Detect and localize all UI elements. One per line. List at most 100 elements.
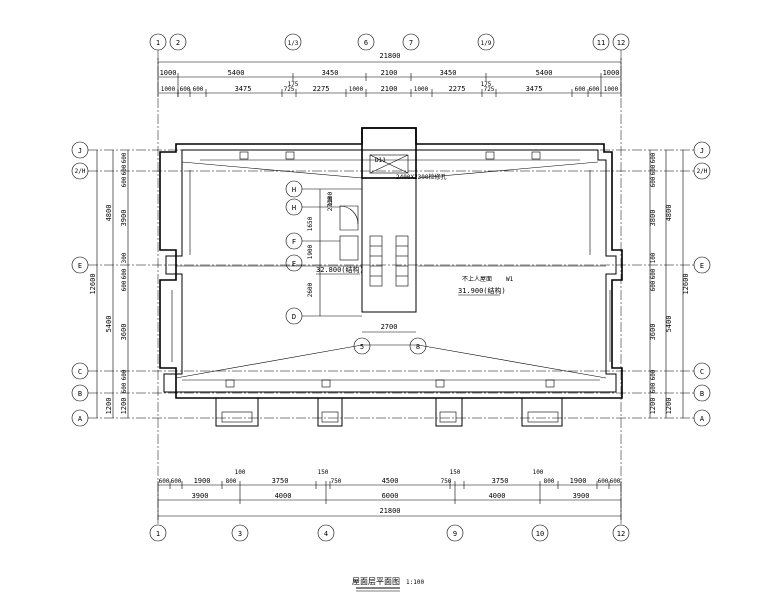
dim: 3750 [492, 477, 509, 485]
dim: 3600 [649, 324, 657, 341]
axis-label: 8 [416, 343, 420, 351]
dim: 3900 [120, 210, 128, 227]
dim: 1000 [349, 86, 364, 93]
top-dimensions: 21800 1000 5400 3450 2100 3450 5400 1000… [157, 52, 622, 97]
dim: 5400 [228, 69, 245, 77]
room-label: 不上人屋面 [462, 275, 492, 283]
dim: 4000 [275, 492, 292, 500]
dim: 2100 [381, 85, 398, 93]
dim: 3750 [272, 477, 289, 485]
stair-core: D11 [339, 127, 417, 313]
dim: 1000 [603, 69, 620, 77]
axis-label: 5 [360, 343, 364, 351]
dim: 600 [589, 86, 600, 93]
top-axis-bubbles: 1 2 1/3 6 7 1/9 11 12 [149, 33, 630, 51]
left-axis-bubbles: J 2/H E C B A [71, 141, 89, 427]
dim: 1200 [665, 398, 673, 415]
dim: 600 [159, 478, 170, 485]
axis-label: B [700, 390, 704, 398]
dim: 600 [180, 86, 191, 93]
right-dimensions: 12600 4800 5400 1200 600 600 600 3800 10… [649, 150, 690, 418]
stair-dim: 1650 [307, 216, 314, 231]
axis-label: 1 [156, 530, 160, 538]
dim: 800 [544, 478, 555, 485]
bottom-dimensions: 600 600 1900 800 3750 750 4500 750 3750 … [157, 469, 622, 520]
dim: 4500 [382, 477, 399, 485]
dim: 175 [481, 81, 492, 88]
dim: 3900 [192, 492, 209, 500]
dim: 2275 [313, 85, 330, 93]
dim: 1000 [160, 69, 177, 77]
axis-label: A [78, 415, 83, 423]
dim: 600 [121, 382, 128, 393]
axis-label: 1/9 [481, 40, 492, 47]
elevation-right: 31.900(结构) [458, 286, 506, 295]
dim: 750 [441, 478, 452, 485]
axis-label: A [700, 415, 705, 423]
dim: 2100 [381, 69, 398, 77]
dim-total: 12600 [682, 273, 690, 294]
building-outline [159, 127, 623, 427]
stair-note: D11 [375, 157, 386, 164]
dim: 1900 [570, 477, 587, 485]
grid-lines [88, 50, 694, 525]
axis-label: C [78, 368, 82, 376]
dim: 3450 [322, 69, 339, 77]
axis-label: 11 [597, 39, 605, 47]
elevation-left: 32.800(结构) [316, 265, 364, 274]
dim: 3475 [235, 85, 252, 93]
dim: 600 [121, 176, 128, 187]
axis-label: 6 [364, 39, 368, 47]
axis-label: 4 [324, 530, 328, 538]
axis-label: 1 [156, 39, 160, 47]
dim: 600 [650, 280, 657, 291]
dim: 1200 [105, 398, 113, 415]
axis-label: E [700, 262, 704, 270]
dim: 3450 [440, 69, 457, 77]
axis-label: 1/3 [288, 40, 299, 47]
axis-label: 12 [617, 530, 625, 538]
axis-label: J [700, 147, 704, 155]
axis-label: E [78, 262, 82, 270]
dim: 600 [650, 382, 657, 393]
dim: 100 [235, 469, 246, 476]
axis-label: D [292, 313, 296, 321]
dim: 1000 [604, 86, 619, 93]
dim: 1200 [649, 398, 657, 415]
dim: 600 [650, 176, 657, 187]
dim: 600 [121, 268, 128, 279]
dim: 100 [650, 252, 657, 263]
dim: 5400 [105, 316, 113, 333]
left-dimensions: 12600 4800 5400 1200 600 600 600 3900 30… [89, 150, 129, 418]
dim: 3800 [649, 210, 657, 227]
top-box-label: 2400X2300检修孔 [396, 173, 447, 181]
dim: 2275 [449, 85, 466, 93]
dim: 5400 [665, 316, 673, 333]
dim: 600 [193, 86, 204, 93]
dim: 1900 [194, 477, 211, 485]
stair-dim: 2700 [327, 196, 334, 211]
axis-label: F [292, 238, 296, 246]
dim: 300 [121, 252, 128, 263]
axis-label: 2/H [75, 168, 86, 175]
axis-label: H [292, 204, 296, 212]
dim: 600 [650, 152, 657, 163]
dim: 1200 [120, 398, 128, 415]
dim: 600 [650, 268, 657, 279]
dim: 750 [331, 478, 342, 485]
annotations: 2400X2300检修孔 32.800(结构) 不上人屋面 W1 31.900(… [307, 173, 514, 333]
axis-label: 12 [617, 39, 625, 47]
dim: 600 [650, 164, 657, 175]
dim: 3475 [526, 85, 543, 93]
axis-label: 9 [453, 530, 457, 538]
dim: 600 [575, 86, 586, 93]
axis-label: 2/H [697, 168, 708, 175]
dim-total: 21800 [379, 52, 400, 60]
stair-dim: 2600 [307, 282, 314, 297]
tag-w: W1 [506, 276, 514, 283]
dim: 600 [171, 478, 182, 485]
dim: 4000 [489, 492, 506, 500]
dim: 600 [121, 369, 128, 380]
dim: 1000 [161, 86, 176, 93]
